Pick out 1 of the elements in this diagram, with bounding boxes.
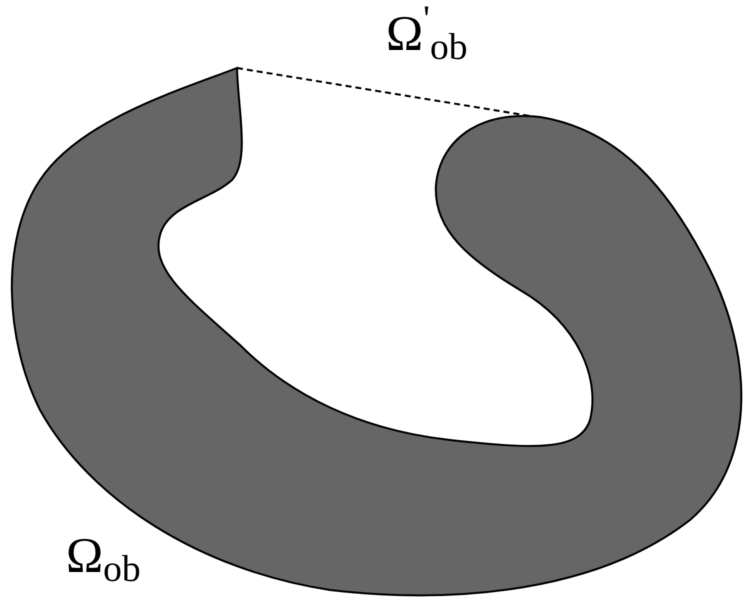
region-label: Ω$_{ob}$ bbox=[66, 530, 141, 580]
